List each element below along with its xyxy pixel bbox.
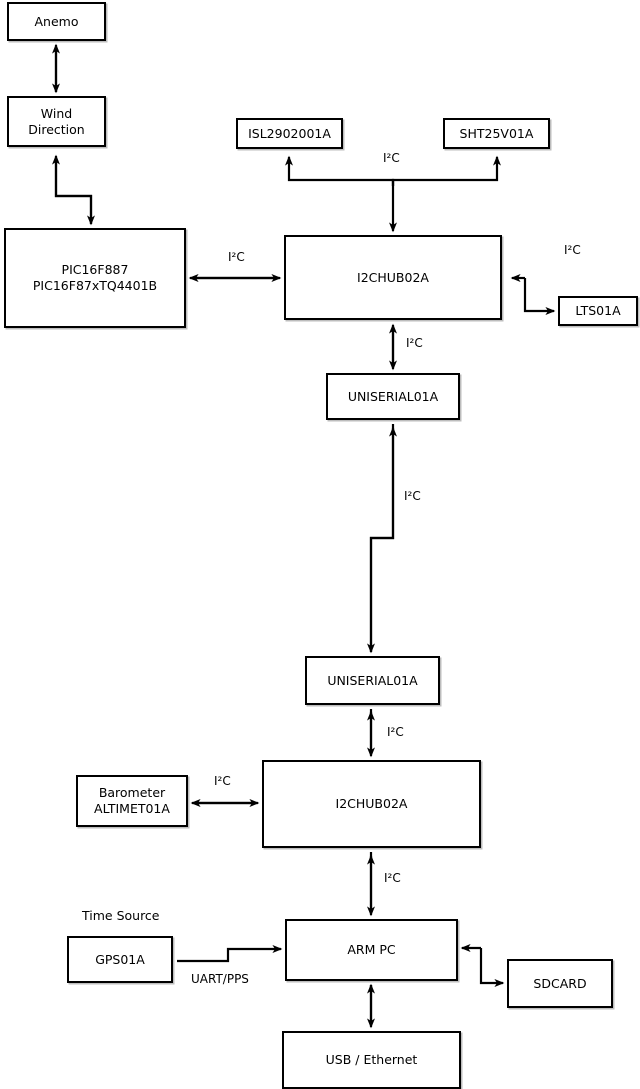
wire-armpc-sdcard-elbow — [479, 948, 505, 987]
node-barometer-altimet01a[interactable]: Barometer ALTIMET01A — [76, 775, 188, 827]
wire-pic-wind — [52, 154, 93, 224]
node-anemo[interactable]: Anemo — [7, 2, 106, 41]
wire-label-i2c-sensor-bus: I²C — [383, 151, 400, 165]
node-usb-ethernet-label: USB / Ethernet — [325, 1052, 418, 1068]
node-barometer-altimet01a-label: Barometer ALTIMET01A — [94, 785, 170, 816]
node-sdcard[interactable]: SDCARD — [507, 959, 613, 1008]
node-wind-direction[interactable]: Wind Direction — [7, 96, 106, 147]
node-lts01a[interactable]: LTS01A — [558, 296, 638, 326]
node-sht25v01a-label: SHT25V01A — [459, 125, 534, 141]
wire-hub-lts-elbow — [523, 278, 556, 315]
wire-label-uart-pps: UART/PPS — [191, 972, 249, 986]
node-isl2902001a[interactable]: ISL2902001A — [236, 118, 343, 149]
node-usb-ethernet[interactable]: USB / Ethernet — [282, 1031, 461, 1089]
node-i2chub02a-bottom-label: I2CHUB02A — [335, 796, 408, 812]
node-anemo-label: Anemo — [34, 13, 79, 29]
node-lts01a-label: LTS01A — [575, 303, 621, 319]
node-gps01a[interactable]: GPS01A — [67, 936, 173, 983]
wire-bus-isl — [285, 155, 395, 186]
wire-label-i2c-hub-lts: I²C — [564, 243, 581, 257]
node-sht25v01a[interactable]: SHT25V01A — [443, 118, 550, 149]
node-arm-pc-label: ARM PC — [347, 942, 396, 958]
label-time-source: Time Source — [82, 908, 160, 923]
wire-label-i2c-barometer-hub: I²C — [214, 774, 231, 788]
wire-wind-pic — [54, 160, 95, 226]
wire-label-i2c-hub-armpc: I²C — [384, 871, 401, 885]
node-uniserial01a-upper-label: UNISERIAL01A — [347, 388, 439, 404]
node-pic-mcu-label: PIC16F887 PIC16F87xTQ4401B — [32, 262, 158, 293]
wire-uniserial-link-up — [369, 426, 397, 652]
node-i2chub02a-top[interactable]: I2CHUB02A — [284, 235, 502, 320]
wire-label-i2c-hub-uniserial: I²C — [406, 336, 423, 350]
node-arm-pc[interactable]: ARM PC — [285, 919, 458, 981]
wire-gps-armpc — [177, 945, 283, 963]
node-gps01a-label: GPS01A — [95, 951, 145, 967]
node-isl2902001a-label: ISL2902001A — [248, 125, 331, 141]
node-uniserial01a-lower-label: UNISERIAL01A — [327, 672, 418, 688]
node-sdcard-label: SDCARD — [533, 975, 587, 991]
wire-label-i2c-uniserial-link: I²C — [404, 489, 421, 503]
node-uniserial01a-lower[interactable]: UNISERIAL01A — [305, 656, 440, 705]
wire-label-i2c-uniserial-hub: I²C — [387, 725, 404, 739]
node-pic-mcu[interactable]: PIC16F887 PIC16F87xTQ4401B — [4, 228, 186, 328]
wire-label-i2c-pic-hub: I²C — [228, 250, 245, 264]
node-i2chub02a-top-label: I2CHUB02A — [357, 269, 429, 285]
wire-bus-sht — [391, 155, 501, 186]
node-wind-direction-label: Wind Direction — [28, 105, 85, 137]
node-i2chub02a-bottom[interactable]: I2CHUB02A — [262, 760, 481, 848]
wire-uniserial-link-down — [367, 424, 395, 654]
node-uniserial01a-upper[interactable]: UNISERIAL01A — [326, 373, 460, 420]
